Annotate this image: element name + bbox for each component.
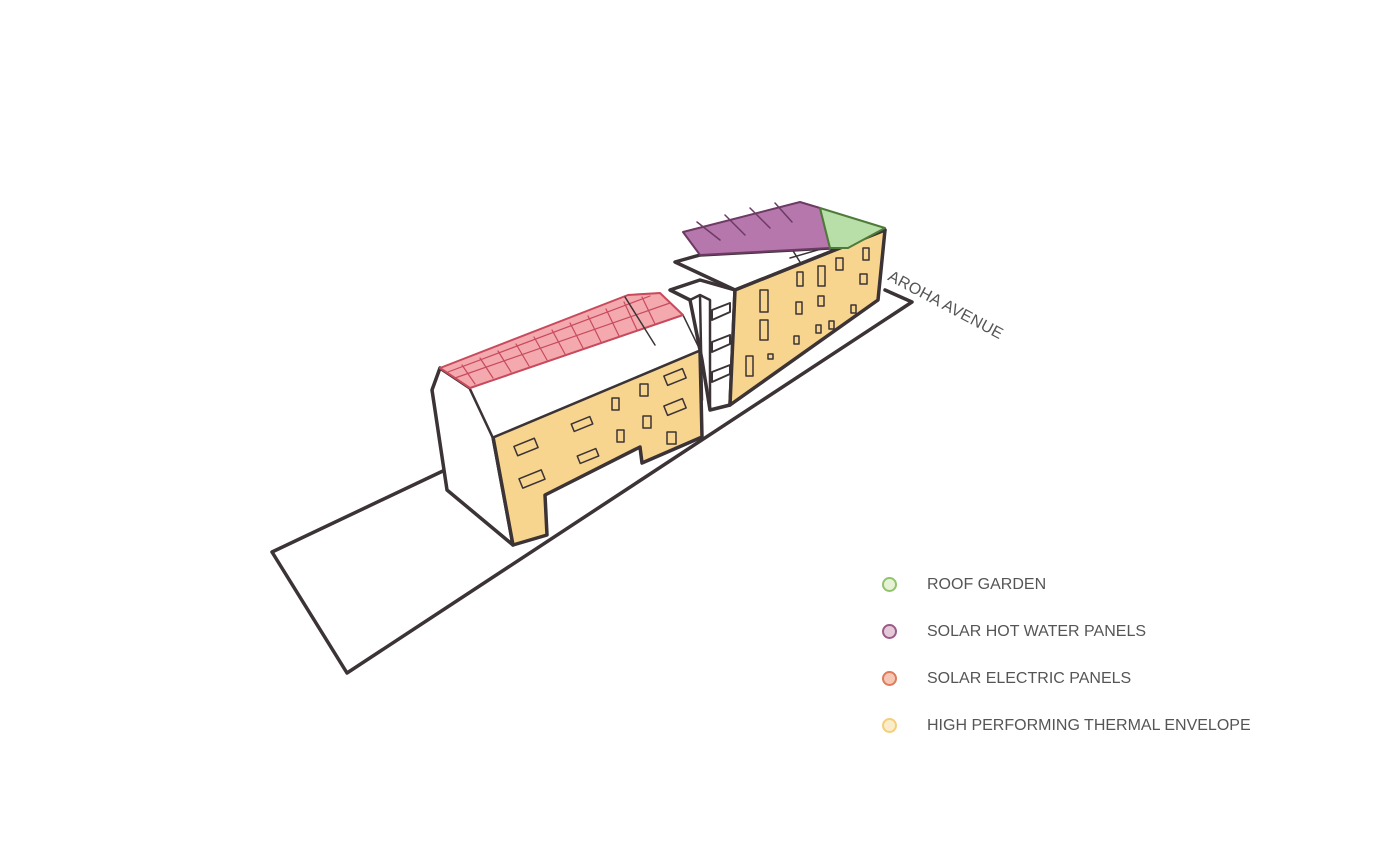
solar-electric-swatch-icon: [882, 671, 897, 686]
legend-label: SOLAR ELECTRIC PANELS: [927, 669, 1132, 687]
legend-item-solar-electric: SOLAR ELECTRIC PANELS: [882, 655, 1251, 702]
legend-label: SOLAR HOT WATER PANELS: [927, 622, 1147, 640]
roof-garden: [819, 207, 886, 249]
legend-label: ROOF GARDEN: [927, 575, 1047, 593]
hot-water-panels: [696, 202, 793, 241]
site-outline: [270, 288, 914, 675]
right-envelope-facade: [728, 228, 887, 407]
right-windows: [745, 247, 870, 377]
legend-label: HIGH PERFORMING THERMAL ENVELOPE: [927, 716, 1251, 734]
left-windows: [513, 367, 687, 489]
legend-item-solar-hot-water: SOLAR HOT WATER PANELS: [882, 608, 1251, 655]
thermal-envelope-swatch-icon: [882, 718, 897, 733]
legend-item-roof-garden: ROOF GARDEN: [882, 561, 1251, 608]
roof-garden-swatch-icon: [882, 577, 897, 592]
solar-panel-grid: [447, 295, 671, 385]
legend: ROOF GARDEN SOLAR HOT WATER PANELS SOLAR…: [882, 574, 1251, 749]
solar-hot-water-swatch-icon: [882, 624, 897, 639]
legend-item-thermal-envelope: HIGH PERFORMING THERMAL ENVELOPE: [882, 702, 1251, 749]
